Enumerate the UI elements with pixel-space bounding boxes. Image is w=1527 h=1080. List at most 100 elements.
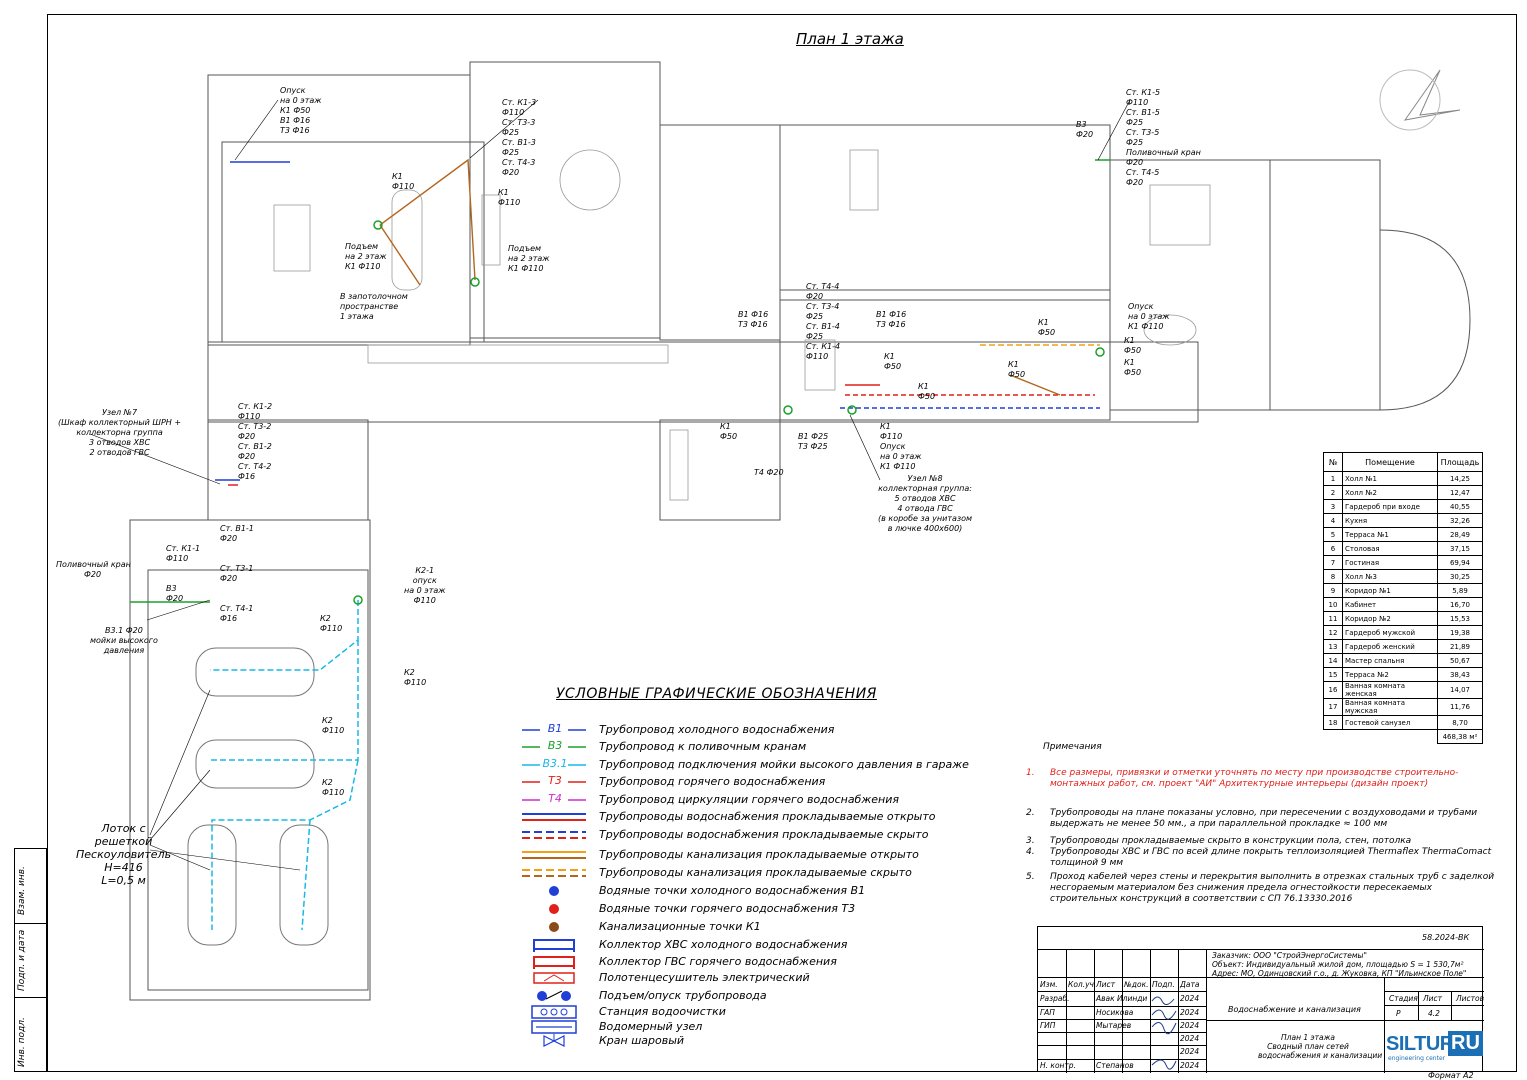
leader [1097,99,1131,161]
col-num: № [1323,452,1343,472]
legend-label: Водяные точки холодного водоснабжения В1 [599,884,866,897]
stamp-date: 2024 [1180,1047,1200,1056]
kitchen-counter [481,194,501,266]
room-area: 30,25 [1437,569,1483,584]
legend-code: Т3 [548,774,562,787]
room-name: Холл №1 [1342,471,1438,486]
room-name: Холл №3 [1342,569,1438,584]
rooms-table-header: № Помещение Площадь [1323,452,1483,472]
room-area: 50,67 [1437,653,1483,668]
legend-symbol [537,990,571,1001]
room-name: Холл №2 [1342,485,1438,500]
note-text: Трубопроводы на плане показаны условно, … [1050,808,1478,829]
legend-code: Т4 [548,792,562,805]
drawing-frame [47,14,1517,1072]
riser-marker [847,405,857,415]
logo-sub: engineering center [1388,1055,1446,1062]
stamp-date: 2024 [1180,1008,1200,1017]
stamp-customer: Заказчик: ООО "СтройЭнергоСистемы" [1212,951,1367,960]
riser-points [353,220,1105,605]
stamp-section: Водоснабжение и канализация [1228,1005,1361,1014]
room-area: 19,38 [1437,625,1483,640]
legend-label: Подъем/опуск трубопровода [599,989,767,1002]
room-name: Коридор №1 [1342,583,1438,598]
room-name: Мастер спальня [1342,653,1438,668]
plan-wall [1269,159,1381,411]
leader [149,689,211,836]
side-stamp: Взам. инв. Подп. и дата Инв. подл. [14,848,47,1072]
legend-symbol [522,831,586,839]
leader [469,99,539,159]
stamp-col: Дата [1180,980,1200,989]
note-item: 4.Трубопроводы ХВС и ГВС по всей длине п… [1026,847,1506,869]
room-area: 11,76 [1437,698,1483,716]
note-number: 2. [1026,808,1035,818]
legend-symbol [522,764,586,766]
legend-symbol [531,1005,577,1019]
corridor-strip [367,344,669,364]
dining-table [391,189,423,291]
legend-item: Подъем/опуск трубопровода [520,987,980,1005]
plan-title: План 1 этажа [796,30,904,48]
room-name: Столовая [1342,541,1438,556]
pipe-sewer-line [379,158,476,281]
legend-symbol [522,781,586,783]
legend-item: Водяные точки холодного водоснабжения В1 [520,882,980,900]
col-room: Помещение [1342,452,1438,472]
compass-rose [1403,69,1461,121]
pipe-hot [228,384,1095,486]
legend-symbol [543,1034,565,1047]
kitchen-island [273,204,311,272]
stamp-col: Лист [1096,980,1116,989]
car [187,824,237,946]
legend-symbol [522,746,586,748]
legend-title: УСЛОВНЫЕ ГРАФИЧЕСКИЕ ОБОЗНАЧЕНИЯ [556,686,877,702]
compass-ring [1379,69,1441,131]
room-area: 14,25 [1437,471,1483,486]
note-number: 5. [1026,872,1035,882]
col-area: Площадь [1437,452,1483,472]
note-number: 1. [1026,768,1035,778]
room-name: Ванная комната мужская [1342,698,1438,716]
legend-item: Коллектор ГВС горячего водоснабжения [520,953,980,971]
bed [1149,184,1211,246]
room-num: 6 [1323,541,1343,556]
plan-wall [659,419,781,521]
legend-symbol [533,972,575,984]
note-item: 3.Трубопроводы прокладываемые скрыто в к… [1026,836,1506,847]
room-area: 5,89 [1437,583,1483,598]
leader [146,599,211,621]
room-name: Гардероб мужской [1342,625,1438,640]
car [195,647,315,697]
stamp-sheet: 4.2 [1428,1009,1440,1018]
room-name: Коридор №2 [1342,611,1438,626]
room-num: 1 [1323,471,1343,486]
room-name: Гардероб женский [1342,639,1438,654]
stamp-name: Мытарев [1096,1021,1132,1030]
stamp-col: Подп. [1152,980,1175,989]
room-area: 21,89 [1437,639,1483,654]
room-area: 8,70 [1437,715,1483,730]
room-name: Гостиная [1342,555,1438,570]
